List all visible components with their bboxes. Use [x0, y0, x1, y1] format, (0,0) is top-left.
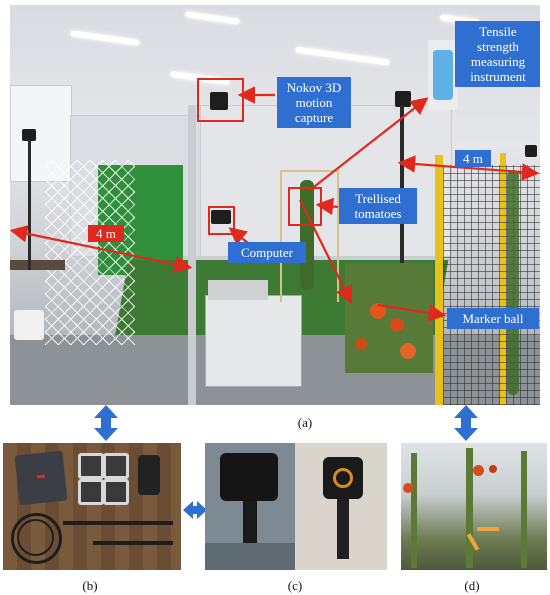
- annotation-arrows: [10, 86, 540, 322]
- camera-closeup-photo-1: [205, 443, 295, 570]
- tomato-closeup-inset: [345, 263, 433, 373]
- camera-tripod: [28, 140, 31, 270]
- arrow-to-marker-ball: [377, 303, 447, 322]
- motion-capture-camera: [22, 129, 36, 141]
- tensile-instrument-label: Tensile strength measuring instrument: [455, 21, 540, 87]
- arrow-to-tomatoes: [315, 197, 339, 216]
- calibration-wand: [93, 541, 173, 545]
- arrow-to-computer: [228, 227, 249, 246]
- motion-capture-lab-photo: Nokov 3D motion capture Tensile strength…: [10, 5, 540, 405]
- marker-ball-label: Marker ball: [447, 308, 539, 329]
- tensile-instrument-device: [433, 50, 453, 100]
- computer-monitor: [211, 210, 231, 224]
- tomato-fruit: [370, 303, 386, 319]
- up-down-arrow-b: [94, 405, 118, 441]
- wall-poster: [10, 85, 72, 182]
- wire-mesh-fence: [443, 165, 540, 405]
- arrow-to-instrument: [309, 97, 429, 191]
- yellow-frame-post: [435, 155, 443, 405]
- nokov-camera-label: Nokov 3D motion capture: [277, 77, 351, 128]
- led-ring: [333, 468, 353, 488]
- tomato-plant: [507, 170, 519, 395]
- caption-c: (c): [287, 578, 303, 593]
- left-right-arrow-bc: [183, 501, 207, 519]
- camera-closeup-photo-2: [295, 443, 387, 570]
- trellised-tomatoes-label: Trellised tomatoes: [339, 188, 417, 224]
- tomato-fruit: [355, 338, 367, 350]
- calibration-wand: [63, 521, 173, 525]
- camera-body: [220, 453, 278, 501]
- computer-highlight-box: [208, 206, 235, 235]
- tomato-stem: [411, 453, 417, 568]
- marker-arrow: [477, 527, 499, 531]
- cable-coil: [11, 513, 62, 564]
- camera-module: [103, 453, 129, 479]
- arrow-to-tomato-inset: [299, 199, 352, 304]
- camera-body: [323, 457, 363, 499]
- network-switch-device: [14, 450, 68, 506]
- tomato-fruit: [403, 483, 413, 493]
- motion-capture-camera: [210, 92, 228, 110]
- background: [205, 543, 295, 570]
- status-light: [36, 474, 45, 479]
- camera-module: [78, 453, 104, 479]
- tensile-instrument-inset: [428, 40, 458, 110]
- motion-capture-camera: [525, 145, 537, 157]
- panel-connector-arrows: [94, 405, 478, 519]
- caption-b: (b): [82, 578, 98, 593]
- motion-capture-camera: [395, 91, 411, 107]
- tomato-stem: [466, 448, 473, 568]
- tomato-fruit: [473, 465, 484, 476]
- cable-coil: [17, 519, 54, 556]
- tomato-stem: [521, 451, 527, 568]
- instrument-on-cart: [208, 280, 268, 300]
- tomato-fruit: [390, 318, 404, 332]
- tomato-fruit: [400, 343, 416, 359]
- hardware-kit-photo: [3, 443, 181, 570]
- caption-d: (d): [464, 578, 480, 593]
- computer-label: Computer: [228, 242, 306, 263]
- trash-bin: [14, 310, 44, 340]
- dimension-label-left: 4 m: [88, 225, 124, 242]
- dimension-label-right: 4 m: [455, 150, 491, 167]
- tripod-head: [243, 501, 257, 551]
- camera-mount: [138, 455, 160, 495]
- tomato-fruit: [489, 465, 497, 473]
- camera-module: [103, 479, 129, 505]
- dimension-line-right: [397, 155, 540, 181]
- tomato-trellis: [280, 170, 339, 302]
- greenhouse-tomato-photo: [401, 443, 547, 570]
- camera-module: [78, 479, 104, 505]
- tripod-head: [337, 499, 349, 559]
- up-down-arrow-d: [454, 405, 478, 441]
- dimension-line-left: [10, 225, 193, 273]
- caption-a: (a): [297, 415, 313, 430]
